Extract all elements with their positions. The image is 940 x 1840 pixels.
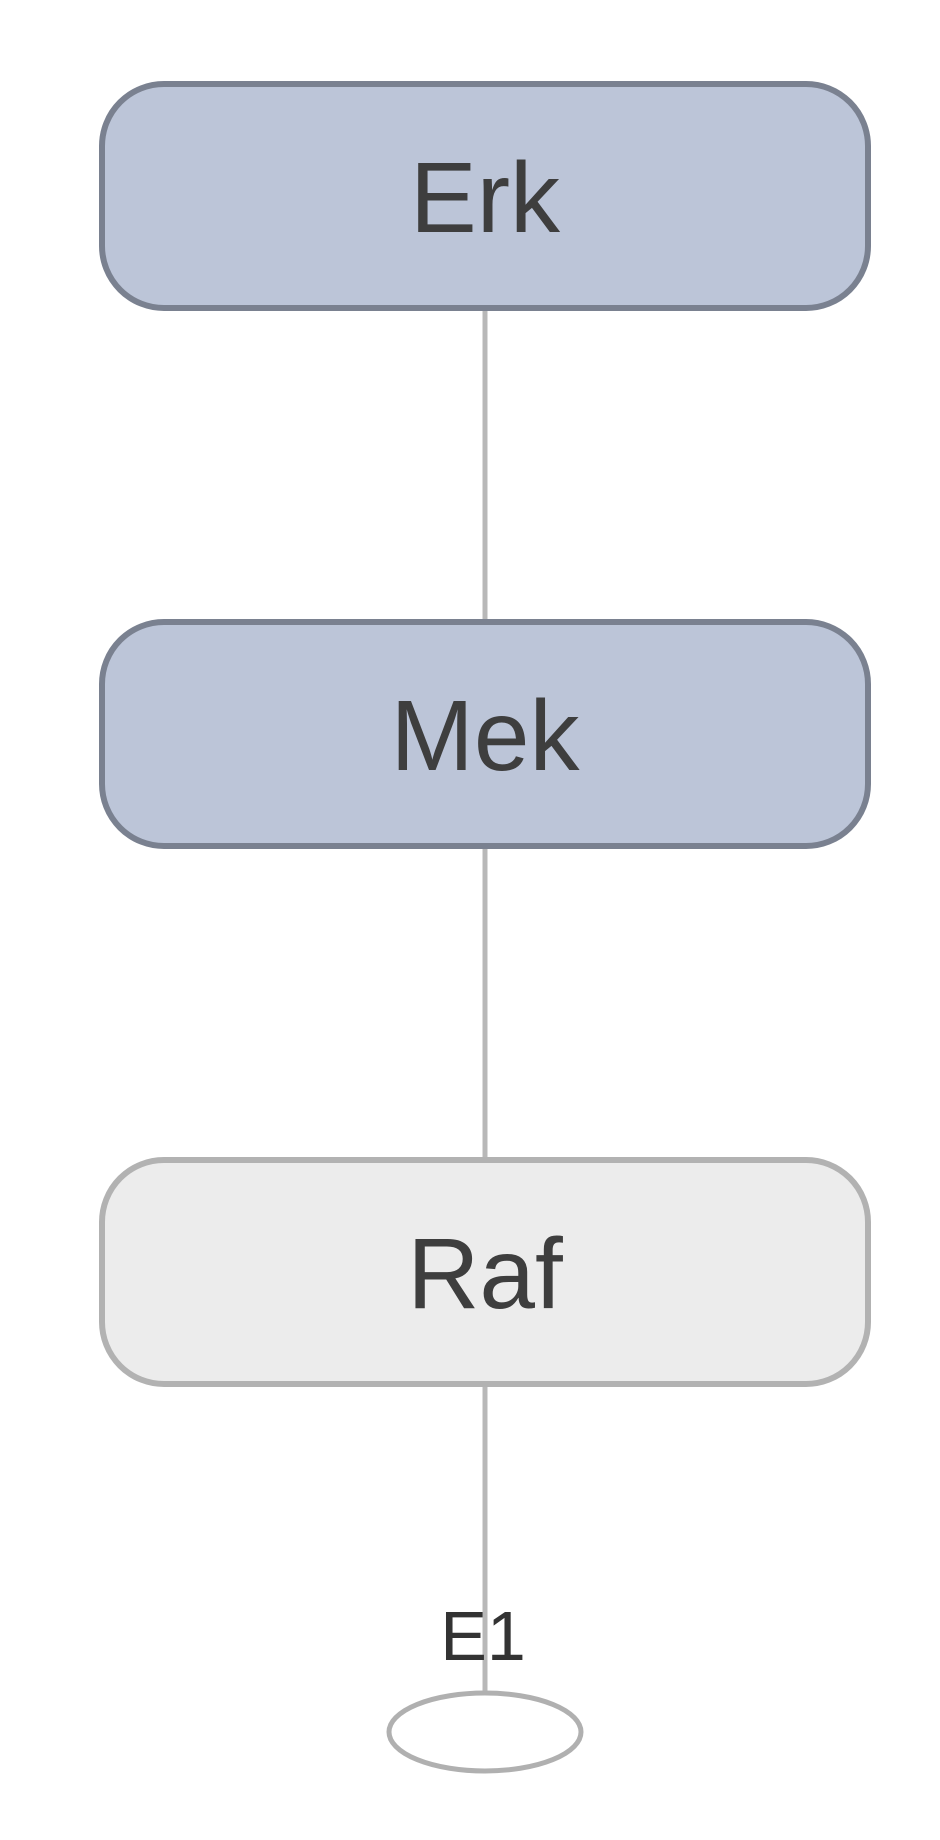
node-erk-label: Erk: [410, 142, 561, 254]
node-mek-box: [99, 619, 871, 849]
node-raf-box: [99, 1157, 871, 1387]
node-mek-label: Mek: [391, 680, 581, 792]
node-erk[interactable]: Erk: [99, 81, 871, 311]
input-e1[interactable]: E1: [386, 1597, 584, 1774]
input-e1-label: E1: [440, 1597, 526, 1675]
input-e1-ellipse: [386, 1690, 584, 1774]
node-raf[interactable]: Raf: [99, 1157, 871, 1387]
node-raf-label: Raf: [407, 1218, 563, 1330]
node-mek[interactable]: Mek: [99, 619, 871, 849]
node-erk-box: [99, 81, 871, 311]
